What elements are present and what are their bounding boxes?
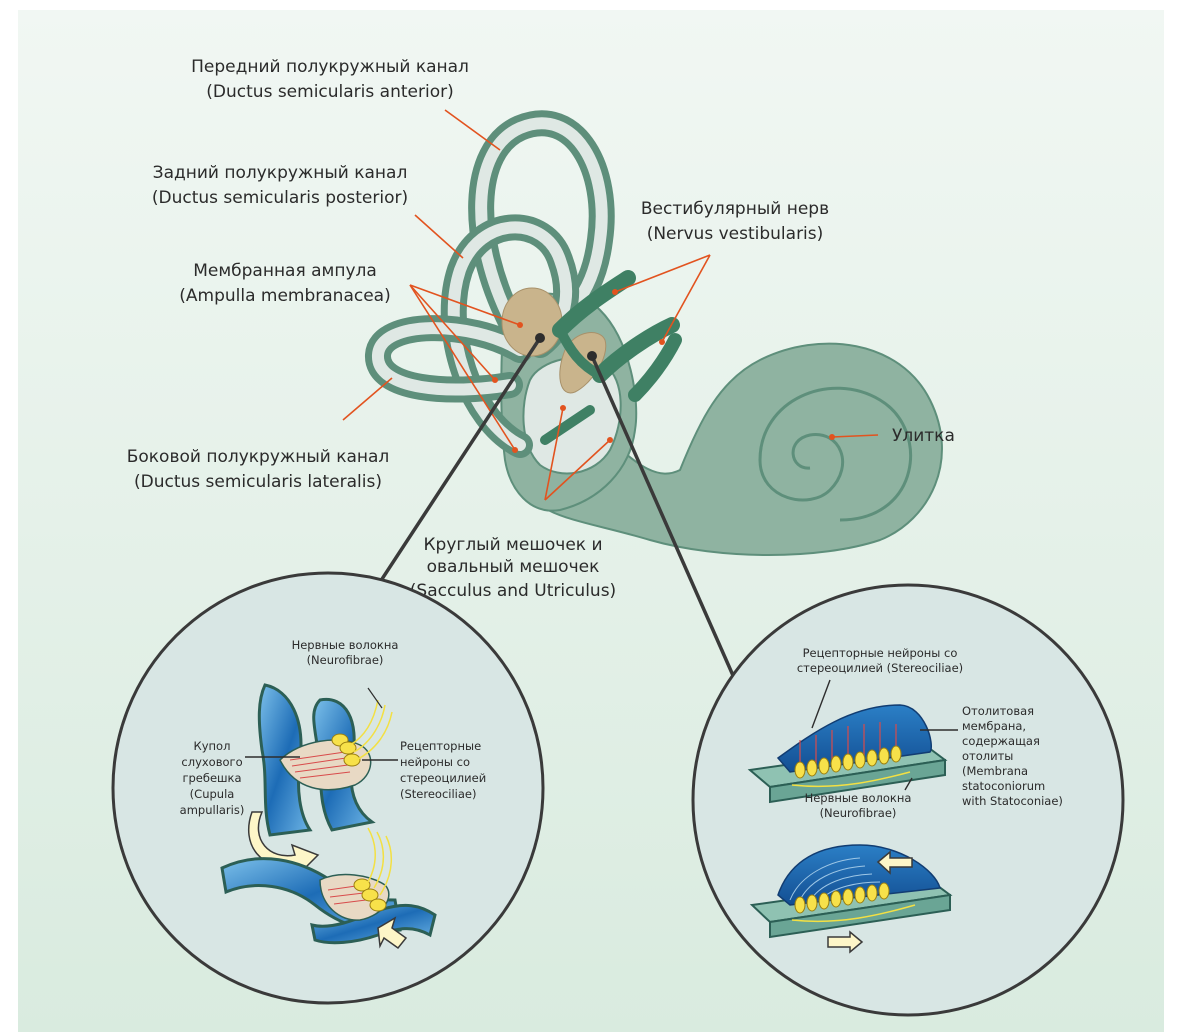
label-cochlea: Улитка — [892, 426, 955, 446]
label-posterior-lat: (Ductus semicularis posterior) — [152, 188, 408, 208]
left-detail-circle: Нервные волокна (Neurofibrae) Купол слух… — [113, 573, 543, 1003]
right-fibers-2: (Neurofibrae) — [820, 806, 897, 820]
left-receptors-3: стереоцилией — [400, 771, 486, 785]
label-anterior-ru: Передний полукружный канал — [191, 57, 469, 77]
left-cupula-3: гребешка — [182, 771, 241, 785]
label-lateral-lat: (Ductus semicularis lateralis) — [134, 472, 382, 492]
label-anterior-lat: (Ductus semicularis anterior) — [206, 82, 453, 102]
right-membrane-1: Отолитовая — [962, 704, 1034, 718]
left-fibers-1: Нервные волокна — [292, 638, 399, 652]
right-membrane-6: statoconiorum — [962, 779, 1045, 793]
left-fibers-2: (Neurofibrae) — [307, 653, 384, 667]
right-receptors-1: Рецепторные нейроны со — [803, 646, 958, 660]
left-cupula-4: (Cupula — [190, 787, 235, 801]
right-membrane-7: with Statoconiae) — [962, 794, 1063, 808]
label-ampulla-lat: (Ampulla membranacea) — [179, 286, 390, 306]
right-membrane-4: отолиты — [962, 749, 1013, 763]
label-lateral-ru: Боковой полукружный канал — [127, 447, 390, 467]
left-cupula-2: слухового — [181, 755, 242, 769]
label-sacculus-lat: (Sacculus and Utriculus) — [410, 581, 616, 601]
right-membrane-5: (Membrana — [962, 764, 1028, 778]
right-membrane-3: содержащая — [962, 734, 1040, 748]
left-receptors-2: нейроны со — [400, 755, 470, 769]
left-receptors-4: (Stereociliae) — [400, 787, 476, 801]
label-sacculus-1: Круглый мешочек и — [423, 535, 602, 555]
leader-cochlea-dot — [829, 434, 835, 440]
label-nerve-ru: Вестибулярный нерв — [641, 199, 829, 219]
label-posterior-ru: Задний полукружный канал — [153, 163, 408, 183]
right-membrane-2: мембрана, — [962, 719, 1026, 733]
label-sacculus-2: овальный мешочек — [427, 557, 600, 577]
right-fibers-1: Нервные волокна — [805, 791, 912, 805]
callout-dot-left — [535, 333, 545, 343]
callout-dot-right — [587, 351, 597, 361]
left-cupula-5: ampullaris) — [180, 803, 245, 817]
left-cupula-1: Купол — [194, 739, 231, 753]
right-receptors-2: стереоцилией (Stereociliae) — [797, 661, 963, 675]
left-receptors-1: Рецепторные — [400, 739, 481, 753]
right-detail-circle: Рецепторные нейроны со стереоцилией (Ste… — [693, 585, 1123, 1015]
label-ampulla-ru: Мембранная ампула — [193, 261, 377, 281]
label-nerve-lat: (Nervus vestibularis) — [647, 224, 824, 244]
